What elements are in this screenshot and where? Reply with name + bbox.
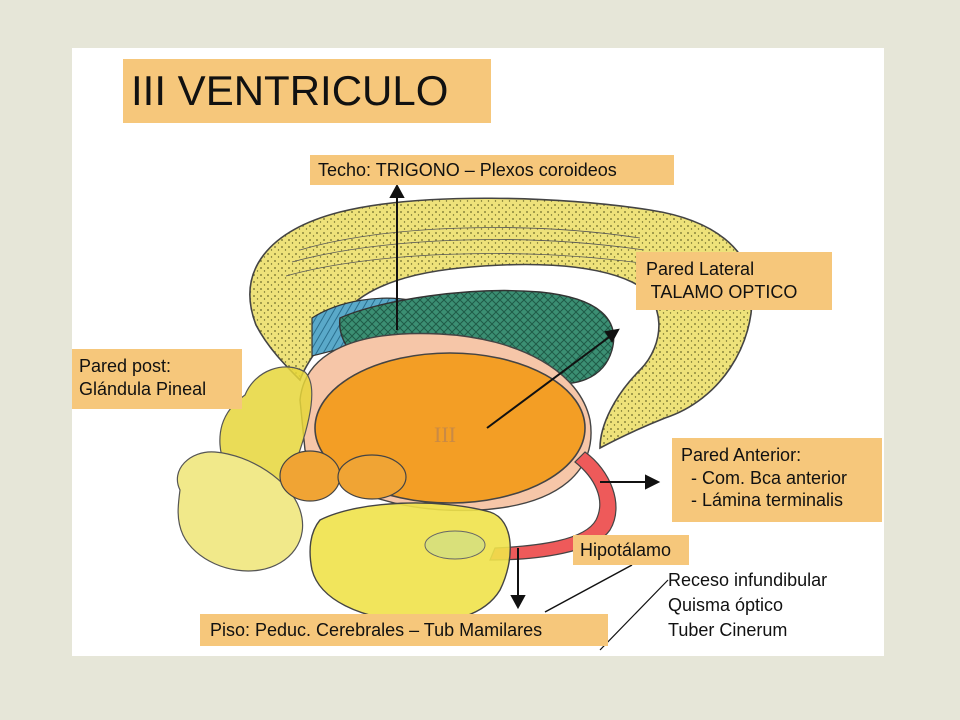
label-line: Receso infundibular xyxy=(668,570,828,590)
label-line: Quisma óptico xyxy=(668,595,784,615)
arrow-anterior xyxy=(600,474,661,490)
colliculus-1 xyxy=(279,450,341,502)
label-line: - Lámina terminalis xyxy=(681,490,844,510)
label-line: Pared post: xyxy=(79,356,172,376)
label-line: Pared Anterior: xyxy=(681,445,802,465)
line-receso-2 xyxy=(599,579,669,651)
label-line: Glándula Pineal xyxy=(79,378,207,399)
trigono-fiber-lines xyxy=(285,227,649,277)
pedunculos-cerebrales xyxy=(309,502,511,624)
label-techo: Techo: TRIGONO – Plexos coroideos xyxy=(310,155,674,185)
arrow-lateral xyxy=(486,328,620,429)
trigono-arc xyxy=(249,197,753,450)
label-line: Pared Lateral xyxy=(646,259,755,279)
label-pared-anterior: Pared Anterior: - Com. Bca anterior - Lá… xyxy=(672,438,882,522)
arrow-piso xyxy=(510,548,526,610)
label-inferior-structures: Receso infundibular Quisma óptico Tuber … xyxy=(668,568,827,643)
label-piso: Piso: Peduc. Cerebrales – Tub Mamilares xyxy=(200,614,608,646)
colliculus-2 xyxy=(337,454,407,500)
line-receso xyxy=(544,564,633,613)
label-pared-lateral: Pared Lateral TALAMO OPTICO xyxy=(636,252,832,310)
label-hipotalamo: Hipotálamo xyxy=(573,535,689,565)
left-lobes xyxy=(176,451,304,572)
ventricle-number: III xyxy=(434,422,456,447)
tuberculo-mamilar xyxy=(424,530,486,560)
arrow-techo xyxy=(389,183,405,330)
label-line: - Com. Bca anterior xyxy=(681,467,848,488)
page-title: III VENTRICULO xyxy=(123,59,491,123)
label-pared-post: Pared post: Glándula Pineal xyxy=(72,349,242,409)
label-line: Tuber Cinerum xyxy=(668,620,788,640)
label-line: TALAMO OPTICO xyxy=(646,281,798,302)
